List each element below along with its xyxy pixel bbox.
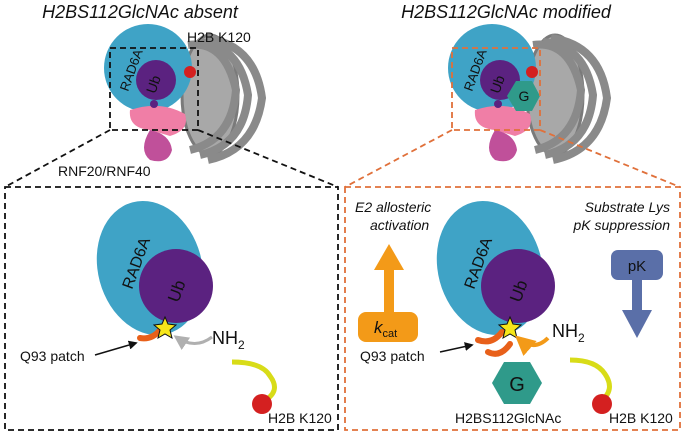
pk-box	[611, 250, 663, 280]
q93-pointer	[94, 340, 138, 356]
ub-large	[139, 249, 213, 323]
nh2-text-right: NH	[552, 321, 578, 341]
right-title: H2BS112GlcNAc modified	[401, 2, 612, 22]
k120-dot-right	[526, 66, 538, 78]
ligase-label: RNF20/RNF40	[58, 163, 151, 179]
glcnac-hexagon-small	[507, 81, 540, 111]
g-label-large: G	[509, 374, 525, 396]
e2-label-line1: E2 allosteric	[355, 199, 431, 215]
right-zoom-content: RAD6A Ub	[436, 200, 612, 414]
pk-down-arrow	[611, 250, 663, 338]
q93-patch	[137, 327, 163, 342]
k120-dot-large-right	[592, 394, 612, 414]
star-icon-right	[497, 315, 523, 340]
substrate-label-line2: pK suppression	[572, 217, 670, 233]
nh2-sub-right: 2	[578, 331, 585, 345]
ub-tail-dot-right	[494, 100, 502, 108]
ligase-pink-right	[474, 105, 531, 136]
right-panel-box	[344, 186, 681, 431]
left-panel-box	[4, 186, 339, 431]
ub-shape-right	[480, 60, 520, 100]
glcnac-label: H2BS112GlcNAc	[455, 410, 561, 426]
zoom-line-right-a	[344, 129, 453, 188]
orange-arrow	[514, 335, 550, 357]
zoom-box-right	[451, 47, 541, 131]
left-nucleosome: RAD6A Ub	[104, 24, 267, 164]
ub-tail-dot	[150, 100, 158, 108]
ligase-pink	[129, 105, 186, 136]
left-nh2-label: NH2	[212, 328, 245, 352]
left-q93-label: Q93 patch	[20, 348, 85, 364]
zoom-box-left	[109, 47, 199, 131]
left-zoom-content: RAD6A Ub	[94, 200, 277, 414]
nh2-text: NH	[212, 328, 238, 348]
left-k120-label: H2B K120	[268, 410, 332, 426]
kcat-up-arrow	[358, 244, 418, 342]
left-k120-top-label: H2B K120	[187, 29, 251, 45]
ligase-magenta-right	[489, 130, 517, 162]
gray-arrow	[173, 335, 213, 350]
right-q93-label: Q93 patch	[360, 348, 425, 364]
q93-pointer-right	[439, 342, 474, 353]
nucleosome-core-right	[525, 33, 612, 164]
glcnac-hexagon-large	[492, 362, 542, 404]
kcat-sub: cat	[383, 328, 398, 340]
ub-shape	[136, 60, 176, 100]
zoom-line-right-b	[539, 129, 681, 188]
q93-patch-right	[475, 329, 513, 357]
nucleosome-core	[180, 33, 267, 164]
ub-large-right	[481, 249, 555, 323]
right-nucleosome: RAD6A Ub G	[448, 24, 612, 164]
kcat-label: kcat	[374, 318, 397, 340]
lysine-linker	[231, 359, 277, 405]
k120-dot-large	[252, 394, 272, 414]
pk-label: pK	[628, 258, 646, 275]
e2-label-line2: activation	[370, 217, 429, 233]
left-title: H2BS112GlcNAc absent	[42, 2, 239, 22]
k120-dot	[184, 66, 196, 78]
ub-label-small: Ub	[143, 73, 164, 95]
lysine-linker-right	[569, 357, 612, 404]
kcat-box	[358, 312, 418, 342]
zoom-line-left-b	[197, 129, 339, 188]
right-nh2-label: NH2	[552, 321, 585, 345]
ub-label-small-right: Ub	[487, 73, 508, 95]
substrate-label-line1: Substrate Lys	[585, 199, 670, 215]
g-label-small: G	[519, 88, 530, 104]
nh2-sub: 2	[238, 338, 245, 352]
star-icon	[152, 315, 178, 340]
kcat-k: k	[374, 318, 384, 337]
ligase-magenta	[144, 130, 172, 162]
right-k120-label: H2B K120	[609, 410, 673, 426]
